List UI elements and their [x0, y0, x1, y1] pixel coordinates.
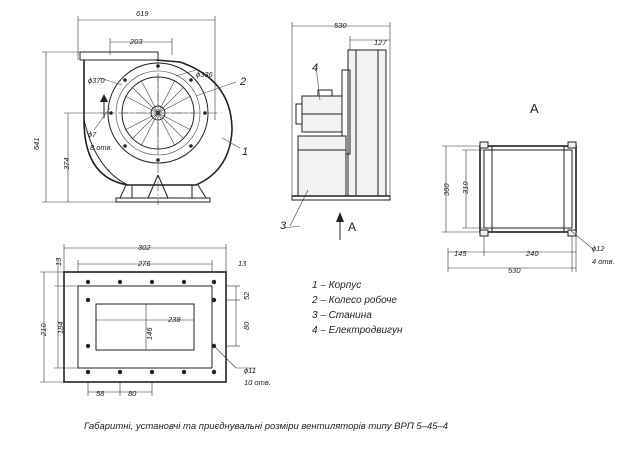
dim-d370: ϕ370: [88, 76, 105, 85]
dim-base-184: 184: [56, 321, 65, 334]
caption: Габаритні, установчі та приєднувальні ро…: [84, 421, 449, 432]
base-plan: [40, 244, 256, 396]
dim-front-height: 641: [32, 137, 41, 150]
side-view: [283, 22, 391, 240]
dim-d336: ϕ336: [196, 70, 213, 79]
dim-a-530: 530: [508, 266, 521, 275]
front-view: [42, 16, 241, 205]
view-arrow-a: A: [348, 220, 357, 234]
callout-2: 2: [240, 76, 247, 88]
dim-a-145: 145: [454, 249, 467, 258]
dim-base-80-right: 80: [242, 321, 251, 330]
dim-base-13-top: 13: [54, 257, 63, 266]
dim-base-238: 238: [168, 315, 181, 324]
dim-a-360: 360: [442, 183, 451, 196]
dim-side-width: 530: [334, 21, 347, 30]
dim-a-holes-count: 4 отв.: [592, 257, 615, 266]
dim-base-holes-count: 10 отв.: [244, 378, 271, 387]
dim-base-276: 276: [138, 259, 151, 268]
dim-base-210: 210: [39, 323, 48, 336]
legend: 1 – Корпус 2 – Колесо робоче 3 – Станина…: [312, 278, 402, 338]
dim-front-width: 619: [136, 9, 149, 18]
dim-front-outlet: 203: [130, 37, 143, 46]
callout-1: 1: [242, 146, 249, 158]
dim-side-inlet: 127: [374, 38, 387, 47]
dim-base-58: 58: [96, 389, 105, 398]
dim-a-hole: ϕ12: [592, 244, 605, 253]
dim-base-302: 302: [138, 243, 151, 252]
dim-a-240: 240: [526, 249, 539, 258]
dim-base-13-right: 13: [238, 259, 247, 268]
dim-holes-8: 8 отв.: [90, 143, 113, 152]
legend-item-1: 1 – Корпус: [312, 280, 362, 291]
dim-front-axis: 374: [62, 157, 71, 170]
legend-item-3: 3 – Станина: [312, 310, 372, 321]
view-a: [442, 141, 595, 272]
dim-base-52: 52: [242, 291, 251, 300]
dim-base-hole: ϕ11: [244, 366, 256, 375]
callout-4: 4: [312, 62, 319, 74]
dim-a-310: 310: [461, 181, 470, 194]
view-a-title: A: [530, 101, 539, 116]
legend-item-4: 4 – Електродвигун: [312, 325, 403, 336]
callout-3: 3: [280, 220, 287, 232]
legend-item-2: 2 – Колесо робоче: [312, 295, 397, 306]
dim-base-80-bottom: 80: [128, 389, 137, 398]
dim-base-146: 146: [145, 327, 154, 340]
dim-hole-d7: ϕ7: [88, 130, 97, 139]
